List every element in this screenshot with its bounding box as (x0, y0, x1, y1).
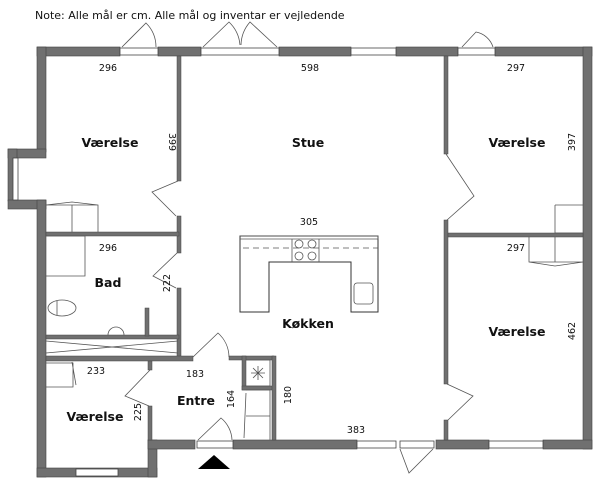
dim-kitchen-island: 305 (300, 217, 318, 228)
room-label-vaerelse-nw: Værelse (82, 135, 139, 150)
dim-kitchen-width: 383 (347, 425, 365, 436)
sink-icon (107, 326, 125, 336)
dim-bad-width: 296 (99, 243, 117, 254)
dim-ne-width: 297 (507, 63, 525, 74)
furniture (45, 201, 584, 440)
dim-closet-height: 180 (283, 386, 294, 404)
room-label-bad: Bad (95, 275, 122, 290)
dim-entre-height: 164 (226, 390, 237, 408)
dim-se-width: 297 (507, 243, 525, 254)
interior-walls (45, 55, 584, 441)
room-label-vaerelse-se: Værelse (489, 324, 546, 339)
dim-se-height: 462 (567, 322, 578, 340)
shower-icon (45, 340, 179, 354)
entrance-arrow-icon (198, 455, 230, 469)
stove-icon (294, 239, 317, 261)
dim-entre-width: 183 (186, 369, 204, 380)
room-label-vaerelse-ne: Værelse (489, 135, 546, 150)
room-label-vaerelse-sw: Værelse (67, 409, 124, 424)
outer-walls (7, 46, 593, 478)
dim-sw-width: 233 (87, 366, 105, 377)
ventilation-icon (251, 366, 265, 380)
dim-nw-height: 399 (166, 133, 177, 151)
dim-bad-height: 222 (162, 274, 173, 292)
dim-sw-height: 225 (133, 403, 144, 421)
dim-stue-width: 598 (301, 63, 319, 74)
toilet-icon (47, 299, 77, 317)
room-label-koekken: Køkken (282, 316, 334, 331)
dim-nw-width: 296 (99, 63, 117, 74)
note-text: Note: Alle mål er cm. Alle mål og invent… (35, 9, 345, 22)
door-swings (121, 21, 494, 474)
kitchen-sink-icon (353, 282, 374, 305)
room-label-stue: Stue (292, 135, 324, 150)
kitchen-counter (239, 235, 379, 313)
dim-ne-height: 397 (567, 133, 578, 151)
room-label-entre: Entre (177, 393, 215, 408)
windows (12, 47, 544, 477)
